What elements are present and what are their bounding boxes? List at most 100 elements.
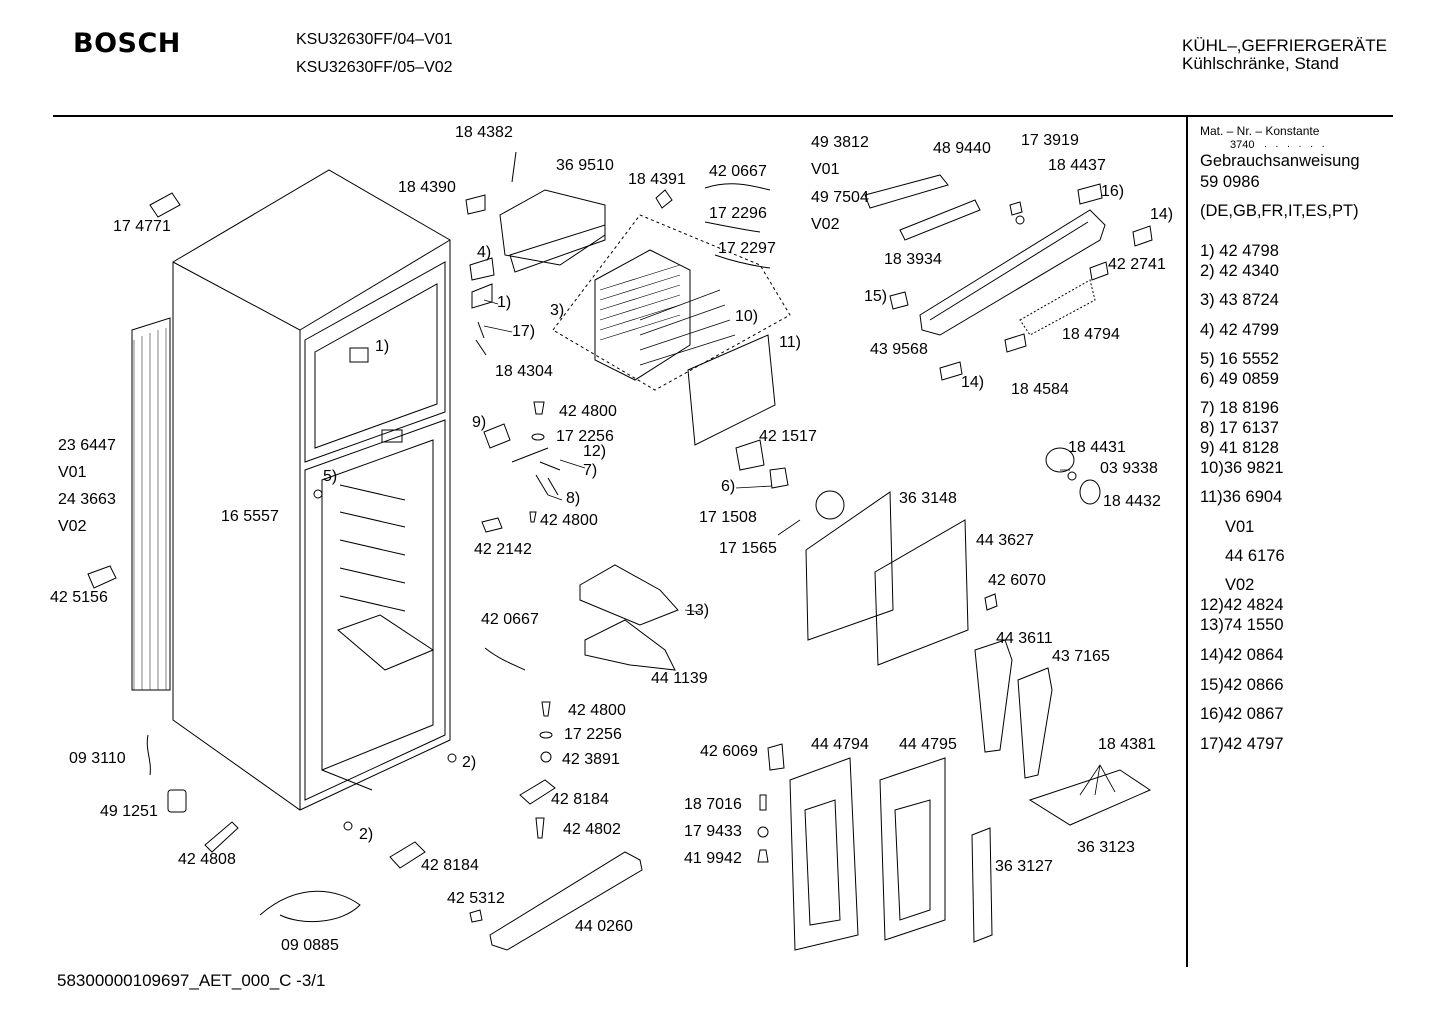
part-label: 6) [721, 478, 736, 495]
part-label: 18 4391 [628, 171, 686, 188]
document-id: 58300000109697_AET_000_C -3/1 [57, 971, 326, 990]
part-label: 42 6070 [988, 572, 1046, 589]
part-label: 44 3627 [976, 532, 1034, 549]
part-label: 42 4800 [568, 702, 626, 719]
part-label: 17 3919 [1021, 132, 1079, 149]
part-label: 17 2256 [556, 428, 614, 445]
brand-logo: BOSCH [73, 28, 181, 59]
part-label: V01 [58, 464, 87, 481]
part-label: 36 3127 [995, 858, 1053, 875]
part-label: V02 [58, 518, 87, 535]
model-number-1: KSU32630FF/04–V01 [296, 31, 453, 48]
part-label: 18 4382 [455, 124, 513, 141]
part-label: 42 6069 [700, 743, 758, 760]
part-label: 5) [323, 468, 338, 485]
part-label: 2) [462, 754, 477, 771]
part-label: 44 1139 [651, 670, 708, 687]
manual-languages: (DE,GB,FR,IT,ES,PT) [1200, 202, 1359, 220]
part-label: 42 4802 [563, 821, 621, 838]
part-label: 42 8184 [421, 857, 479, 874]
part-label: 3) [550, 302, 565, 319]
sidebar-divider [1186, 117, 1188, 967]
legend-item-11: 11)36 6904 [1200, 488, 1283, 506]
legend-item-5: 5) 16 5552 [1200, 350, 1279, 368]
part-label: 23 6447 [58, 437, 116, 454]
part-label: 09 3110 [69, 750, 126, 767]
part-label: 17 4771 [113, 218, 171, 235]
legend-item-17: 17)42 4797 [1200, 735, 1284, 753]
part-label: 42 2741 [1108, 256, 1166, 273]
legend-item-variant-v02: V02 [1225, 576, 1255, 594]
legend-item-2: 2) 42 4340 [1200, 262, 1279, 280]
part-label: 42 5312 [447, 890, 505, 907]
legend-item-12: 12)42 4824 [1200, 596, 1284, 614]
part-label: 18 4381 [1098, 736, 1156, 753]
part-label: 36 9510 [556, 157, 614, 174]
part-label: 14) [961, 374, 985, 391]
part-label: 18 3934 [884, 251, 942, 268]
sidebar-heading: Mat. – Nr. – Konstante [1200, 124, 1320, 138]
part-label: 10) [735, 308, 759, 325]
legend-item-variant-part: 44 6176 [1225, 547, 1285, 565]
legend-item-13: 13)74 1550 [1200, 616, 1284, 634]
part-label: 16) [1101, 183, 1125, 200]
part-label: 1) [375, 338, 390, 355]
part-label: 49 1251 [100, 803, 158, 820]
part-label: 41 9942 [684, 850, 742, 867]
part-label: 49 7504 [811, 189, 869, 206]
model-number-2: KSU32630FF/05–V02 [296, 59, 453, 76]
part-label: 43 9568 [870, 341, 928, 358]
legend-item-10: 10)36 9821 [1200, 459, 1284, 477]
legend-item-variant-v01: V01 [1225, 518, 1255, 536]
manual-label: Gebrauchsanweisung [1200, 152, 1360, 170]
part-label: 18 4390 [398, 179, 456, 196]
legend-item-15: 15)42 0866 [1200, 676, 1284, 694]
part-label: 44 0260 [575, 918, 633, 935]
part-label: 17 9433 [684, 823, 742, 840]
manual-number: 59 0986 [1200, 173, 1260, 191]
middle-small-parts [389, 401, 679, 951]
part-label: 24 3663 [58, 491, 116, 508]
part-label: 42 0667 [709, 163, 767, 180]
part-label: 9) [472, 414, 487, 431]
legend-item-7: 7) 18 8196 [1200, 399, 1279, 417]
header-rule [53, 115, 1393, 117]
konstante-value: 3740 [1230, 139, 1255, 151]
part-label: 11) [779, 334, 801, 351]
part-label: 42 0667 [481, 611, 539, 628]
part-label: 7) [583, 462, 598, 479]
evaporator-drawing [465, 151, 791, 446]
legend-item-14: 14)42 0864 [1200, 646, 1284, 664]
part-label: 17 2296 [709, 205, 767, 222]
part-label: 18 4304 [495, 363, 553, 380]
part-label: 8) [566, 490, 581, 507]
legend-item-4: 4) 42 4799 [1200, 321, 1279, 339]
part-label: 44 3611 [996, 630, 1053, 647]
part-label: 1) [497, 294, 512, 311]
part-label: 18 4437 [1048, 157, 1106, 174]
part-label: 36 3123 [1077, 839, 1135, 856]
part-label: 17 1565 [719, 540, 777, 557]
part-label: 42 5156 [50, 589, 108, 606]
legend-item-16: 16)42 0867 [1200, 705, 1284, 723]
legend-item-6: 6) 49 0859 [1200, 370, 1279, 388]
part-label: 12) [583, 443, 607, 460]
part-label: 18 7016 [684, 796, 742, 813]
part-label: 18 4584 [1011, 381, 1069, 398]
door-parts-drawing [757, 639, 1152, 951]
part-label: 15) [864, 288, 888, 305]
control-panel-drawing [735, 174, 1153, 666]
part-label: 42 8184 [551, 791, 609, 808]
part-label: 42 4800 [540, 512, 598, 529]
category-title: KÜHL–,GEFRIERGERÄTE [1182, 36, 1387, 55]
part-label: 44 4795 [899, 736, 957, 753]
legend-item-9: 9) 41 8128 [1200, 439, 1279, 457]
part-label: V02 [811, 216, 840, 233]
part-label: 4) [477, 244, 492, 261]
part-label: 49 3812 [811, 134, 869, 151]
legend-item-3: 3) 43 8724 [1200, 291, 1279, 309]
part-label: 17 2256 [564, 726, 622, 743]
part-label: 42 4800 [559, 403, 617, 420]
part-label: 42 1517 [759, 428, 817, 445]
